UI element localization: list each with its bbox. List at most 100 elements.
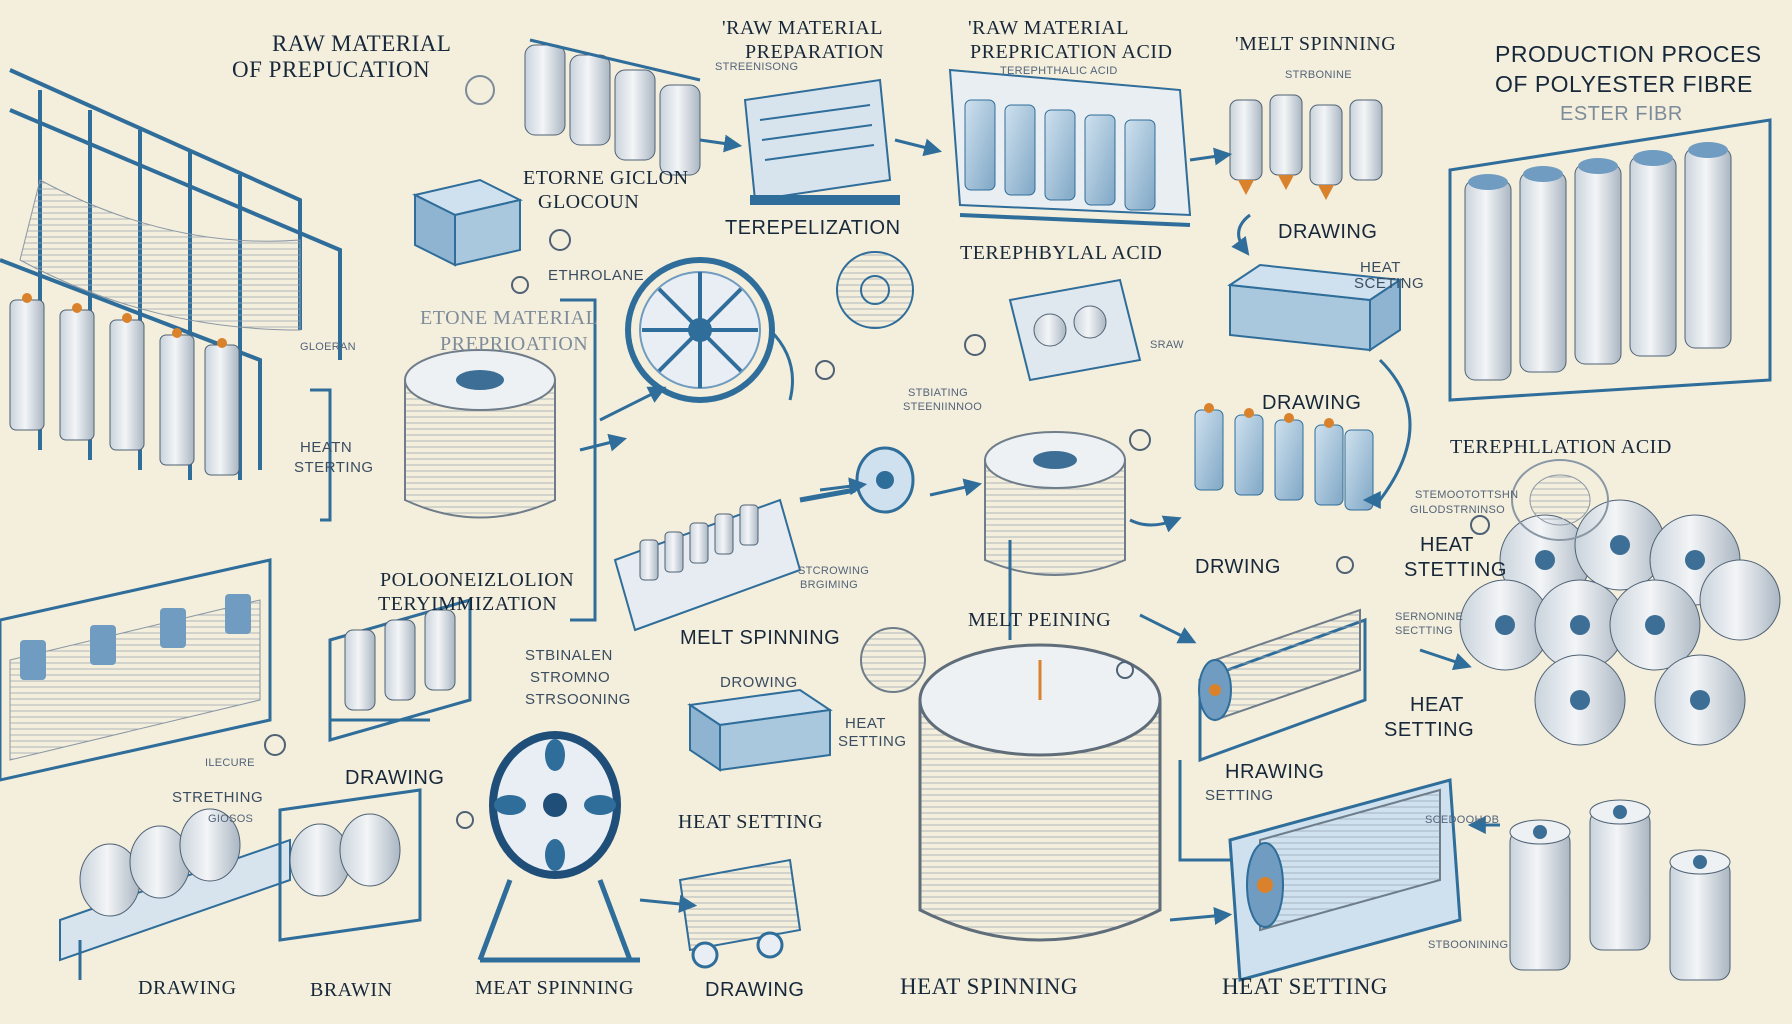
label-stbiating-2: STEENIINNOO: [903, 401, 983, 413]
yarn-cake-center: [984, 431, 1126, 576]
label-polo-1: POLOONEIZLOLION: [380, 569, 575, 591]
bottom-right-spools: [1509, 799, 1731, 981]
label-sernonine-1: SERNONINE: [1395, 611, 1464, 623]
label-ethrolane: ETHROLANE: [548, 267, 645, 284]
label-heatn-2: STERTING: [294, 459, 374, 476]
label-terephbyal-acid: TEREPHBYLAL ACID: [960, 242, 1163, 264]
drawing-rollers: [328, 598, 472, 742]
label-drawing-mid: DRAWING: [1262, 392, 1362, 414]
roller-machine-lower: [1228, 778, 1462, 982]
spinning-wheel-bottom: [477, 731, 640, 963]
small-yarn-ball: [860, 627, 926, 693]
heat-spinning-frame: [278, 788, 422, 942]
spinneret-pulley: [799, 446, 915, 514]
label-etorne-1: ETORNE GICLON: [523, 167, 689, 189]
large-yarn-cake: [918, 643, 1162, 942]
label-tiny-3: STEMOOTOTTSHN: [1415, 489, 1519, 501]
label-ilecure-3: GIOSOS: [208, 813, 254, 825]
label-bottom-drawing-2: DRAWING: [705, 979, 805, 1001]
packaging-boxes: [687, 688, 833, 772]
label-heat-setting-small-2: SETTING: [838, 733, 907, 750]
label-stcrowing-1: STCROWING: [798, 565, 870, 577]
yarn-cake-left: [404, 349, 556, 519]
label-polo-2: TERYIMMIZATION: [378, 593, 558, 615]
label-bottom-heat-setting: HEAT SETTING: [1222, 974, 1388, 999]
process-flow-arrows: [310, 134, 1500, 925]
bottle-rack: [613, 498, 802, 632]
label-stboonining: STBOONINING: [1428, 939, 1509, 951]
spinning-wheel-top: [625, 257, 794, 403]
label-gloeran: GLOERAN: [300, 341, 356, 353]
label-etone-prep-2: PREPRIOATION: [440, 333, 589, 355]
label-bottom-brawin: BRAWIN: [310, 979, 393, 1001]
label-bottom-heat-spinning: HEAT SPINNING: [900, 974, 1078, 999]
label-hrawing-1: HRAWING: [1225, 761, 1325, 783]
terephthalic-reactor: [948, 68, 1192, 227]
label-heat-stetting-2: STETTING: [1404, 559, 1507, 581]
label-bottom-drawing-1: DRAWING: [138, 977, 237, 999]
label-hrawing-2: SETTING: [1205, 787, 1274, 804]
label-heat-setting-right-2: SETTING: [1384, 719, 1475, 741]
roller-machine-upper: [1198, 608, 1367, 763]
label-melt-peining: MELT PEINING: [968, 609, 1112, 631]
label-heat-setting-right-1: HEAT: [1410, 694, 1464, 716]
raw-material-tanks: [465, 38, 701, 176]
label-stbinalen-1: STBINALEN: [525, 647, 613, 664]
label-stcrowing-2: BRGIMING: [800, 579, 859, 591]
label-heat-setting-mid: HEAT SETTING: [678, 811, 824, 833]
label-drowing-small: DROWING: [720, 674, 798, 691]
label-raw-prepucation-2: OF PREPUCATION: [232, 57, 431, 82]
bottom-left-spools: [59, 808, 291, 980]
label-etorne-2: GLOCOUN: [538, 191, 640, 213]
label-sraw: SRAW: [1150, 339, 1184, 351]
heat-setting-boxes: [1227, 263, 1403, 352]
label-raw-prepric-2: PREPRICATION ACID: [970, 41, 1173, 63]
finished-spool-pile: [1459, 499, 1781, 746]
label-drawing-left: DRAWING: [345, 767, 445, 789]
left-drawing-machine: [0, 558, 272, 782]
right-spool-rack: [1448, 118, 1772, 402]
label-tiny-2: STRBONINE: [1285, 69, 1352, 81]
label-drawing-r1: DRAWING: [1278, 221, 1378, 243]
title-line-1: PRODUCTION PROCES: [1495, 41, 1762, 67]
label-ilecure-2: STRETHING: [172, 789, 264, 806]
fibre-cart: [678, 858, 802, 969]
melt-spinning-cylinders: [1229, 94, 1383, 200]
title-ghost: ESTER FIBR: [1560, 103, 1683, 125]
decorative-gauges: [264, 229, 1490, 829]
label-heat-stetting-1: HEAT: [1420, 534, 1474, 556]
drawing-cylinders: [1194, 403, 1374, 511]
molecule-cluster: [836, 251, 914, 329]
label-raw-prepucation-1: RAW MATERIAL: [272, 31, 452, 56]
left-bobbin-row: [9, 293, 240, 476]
label-tiny-4: GILODSTRNINSO: [1410, 504, 1505, 516]
label-stbinalen-2: STROMNO: [530, 669, 611, 686]
label-melt-spinning-mid: MELT SPINNING: [680, 627, 841, 649]
label-melt-spinning-top: 'MELT SPINNING: [1235, 33, 1397, 55]
label-raw-prepric-1: 'RAW MATERIAL: [968, 17, 1129, 39]
label-ilecure-1: ILECURE: [205, 757, 255, 769]
label-heat-sceting-1: HEAT: [1360, 259, 1401, 276]
label-sernonine-2: SECTTING: [1395, 625, 1454, 637]
label-stbiating-1: STBIATING: [908, 387, 968, 399]
preparation-machine: [743, 78, 900, 205]
label-heat-sceting-2: SCETING: [1354, 275, 1425, 292]
label-heat-setting-small-1: HEAT: [845, 715, 886, 732]
label-stbinalen-3: STRSOONING: [525, 691, 631, 708]
polymerization-unit: [1008, 278, 1142, 382]
left-spinning-line: [0, 68, 342, 980]
label-heatn-1: HEATN: [300, 439, 353, 456]
label-raw-prepric-sub: TEREPHTHALIC ACID: [1000, 65, 1118, 77]
monomer-box: [412, 178, 523, 267]
label-bottom-meat-spinning: MEAT SPINNING: [475, 977, 634, 999]
label-drwing: DRWING: [1195, 556, 1281, 578]
label-tiny-1: STREENISONG: [715, 61, 799, 73]
label-terephllation-acid: TEREPHLLATION ACID: [1450, 436, 1672, 458]
label-etone-prep-1: ETONE MATERIAL: [420, 307, 599, 329]
label-tiny-5: SCEDOOHOB: [1425, 814, 1500, 826]
label-terepelization: TEREPELIZATION: [725, 217, 901, 239]
wire-spool: [1511, 459, 1609, 541]
label-raw-prep-2: PREPARATION: [745, 41, 885, 63]
